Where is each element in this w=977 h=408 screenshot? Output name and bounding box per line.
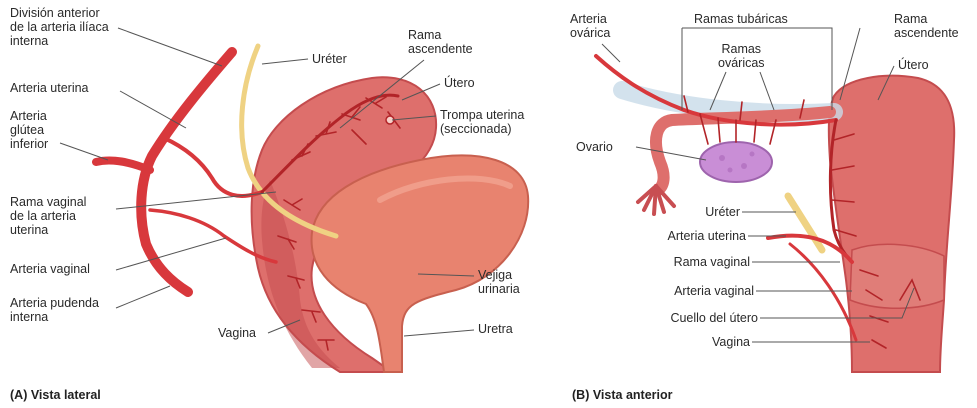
label-arteria-uterina-b: Arteria uterina [634, 229, 746, 243]
label-arteria-uterina-a: Arteria uterina [10, 81, 89, 95]
label-arteria-vaginal-a: Arteria vaginal [10, 262, 90, 276]
label-uretra: Uretra [478, 322, 513, 336]
label-trompa-uterina: Trompa uterina (seccionada) [440, 108, 524, 136]
label-vagina-a: Vagina [218, 326, 256, 340]
label-ovario: Ovario [576, 140, 613, 154]
uterus-b [829, 76, 954, 372]
caption-vista-anterior: (B) Vista anterior [572, 388, 673, 402]
label-rama-vaginal-b: Rama vaginal [640, 255, 750, 269]
label-rama-ascendente-b: Rama ascendente [894, 12, 959, 40]
label-ramas-ovaricas: Ramas ováricas [718, 42, 765, 70]
label-rama-ascendente-a: Rama ascendente [408, 28, 473, 56]
label-arteria-pudenda: Arteria pudenda interna [10, 296, 99, 324]
label-rama-vaginal-a: Rama vaginal de la arteria uterina [10, 195, 86, 237]
caption-vista-lateral: (A) Vista lateral [10, 388, 101, 402]
panel-a-drawing [96, 46, 528, 372]
ureter-b [788, 196, 822, 250]
label-vagina-b: Vagina [680, 335, 750, 349]
label-utero-b: Útero [898, 58, 929, 72]
ovary [700, 142, 772, 182]
label-utero-a: Útero [444, 76, 475, 90]
fimbriae [638, 186, 674, 214]
label-arteria-vaginal-b: Arteria vaginal [634, 284, 754, 298]
label-division-anterior: División anterior de la arteria ilíaca i… [10, 6, 109, 48]
label-ureter-a: Uréter [312, 52, 347, 66]
label-ramas-tubaricas: Ramas tubáricas [694, 12, 788, 26]
internal-iliac-artery [141, 52, 232, 292]
label-ureter-b: Uréter [690, 205, 740, 219]
label-arteria-glutea-inferior: Arteria glútea inferior [10, 109, 48, 151]
label-cuello-utero: Cuello del útero [626, 311, 758, 325]
label-arteria-ovarica: Arteria ovárica [570, 12, 610, 40]
inferior-gluteal-artery [96, 160, 150, 170]
cervix-b [850, 244, 944, 308]
label-vejiga-urinaria: Vejiga urinaria [478, 268, 520, 296]
